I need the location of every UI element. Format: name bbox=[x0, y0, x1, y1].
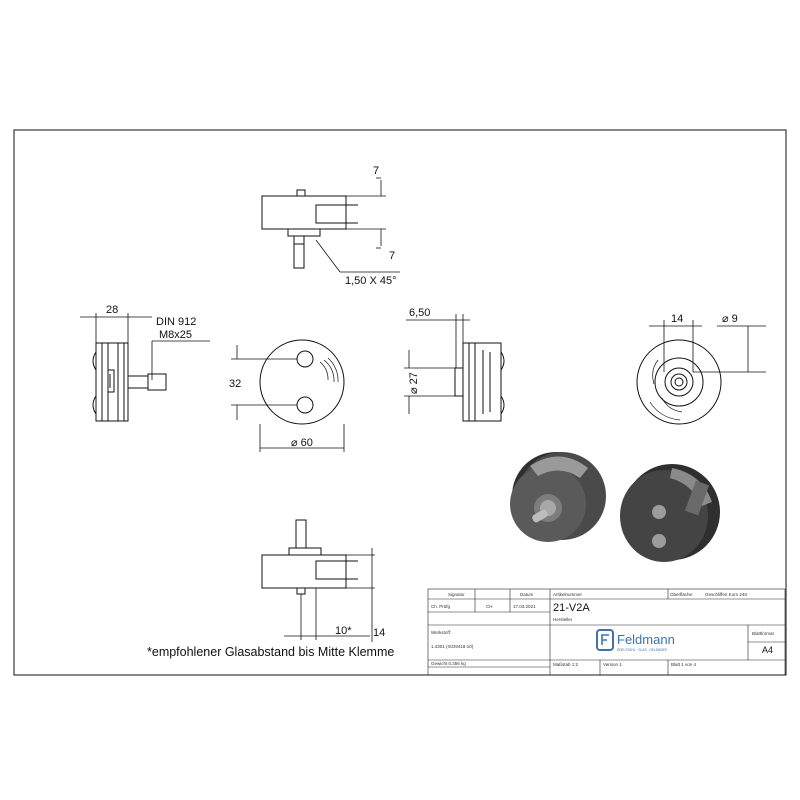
tb-article-number: 21-V2A bbox=[553, 602, 590, 614]
top-view bbox=[261, 189, 358, 269]
dim-glass-gap: 10* bbox=[335, 625, 352, 637]
tb-material-value: 1.4301 (ISO9418-10) bbox=[431, 644, 474, 649]
tb-weight: Gewicht 0.356 kg bbox=[431, 661, 466, 666]
dim-bottom-height: 14 bbox=[373, 627, 385, 639]
dim-side-width: 28 bbox=[106, 304, 118, 316]
dim-chamfer: 1,50 X 45° bbox=[345, 275, 397, 287]
front-view-dimensions bbox=[231, 345, 345, 452]
tb-article-label: Artikelnummer bbox=[553, 592, 583, 597]
top-view-dimensions bbox=[315, 177, 400, 273]
tb-scale: Maßstab 1:2 bbox=[553, 662, 579, 667]
dim-front-diameter: ⌀ 60 bbox=[291, 437, 313, 449]
dim-hole-diameter: ⌀ 9 bbox=[722, 313, 738, 325]
drawing-frame bbox=[13, 129, 787, 676]
tb-check-label: Ch. Prüfg bbox=[431, 604, 451, 609]
tb-signature-value: CH bbox=[486, 604, 493, 609]
tb-sheet-format-label: Blattformat bbox=[752, 631, 775, 636]
side-view-dimensions bbox=[80, 313, 210, 380]
title-block: Signatur Signatur Datum Ch. Prüfg CH 17.… bbox=[427, 588, 786, 676]
back-view-dimensions bbox=[649, 320, 766, 373]
render-isometric-hole-side bbox=[620, 464, 720, 562]
dim-top-notch-lower: 7 bbox=[389, 250, 395, 262]
tb-sheet-format-value: A4 bbox=[762, 645, 773, 655]
dim-pin-center-width: 14 bbox=[671, 313, 683, 325]
company-tagline: EDELSTAHL · GLAS · GELÄNDER bbox=[617, 648, 668, 652]
dim-top-notch-upper: 7 bbox=[373, 165, 379, 177]
tb-version: Version 1 bbox=[603, 662, 622, 667]
tb-manufacturer-label: Hersteller bbox=[553, 617, 573, 622]
side-view-2 bbox=[454, 342, 505, 422]
bottom-view-dimensions bbox=[284, 548, 375, 642]
tb-header-date: Datum bbox=[520, 592, 534, 597]
screw-size-label: M8x25 bbox=[159, 329, 192, 341]
tb-material-label: Werkstoff: bbox=[431, 630, 451, 635]
tb-surface-value: Geschliffen Korn 240 bbox=[705, 592, 747, 597]
side-view bbox=[92, 342, 167, 422]
dim-hole-spacing: 32 bbox=[229, 378, 241, 390]
tb-surface-label: Oberfläche: bbox=[670, 592, 693, 597]
glass-gap-note: *empfohlener Glasabstand bis Mitte Klemm… bbox=[147, 645, 394, 659]
company-name: Feldmann bbox=[617, 632, 675, 647]
dim-boss-diameter: ⌀ 27 bbox=[408, 372, 420, 394]
render-isometric-pin-side bbox=[510, 452, 606, 542]
back-view bbox=[636, 339, 722, 425]
front-view bbox=[259, 339, 345, 425]
tb-sheet-number: Blatt 1 von 4 bbox=[671, 662, 697, 667]
tb-header-signature: Signatur bbox=[448, 592, 465, 597]
tb-date-value: 17.03.2021 bbox=[513, 604, 536, 609]
screw-standard-label: DIN 912 bbox=[156, 316, 196, 328]
bottom-view bbox=[261, 519, 358, 595]
side-view-2-dimensions bbox=[404, 314, 470, 414]
dim-pin-offset: 6,50 bbox=[409, 307, 430, 319]
feldmann-logo: Feldmann EDELSTAHL · GLAS · GELÄNDER bbox=[596, 629, 675, 652]
